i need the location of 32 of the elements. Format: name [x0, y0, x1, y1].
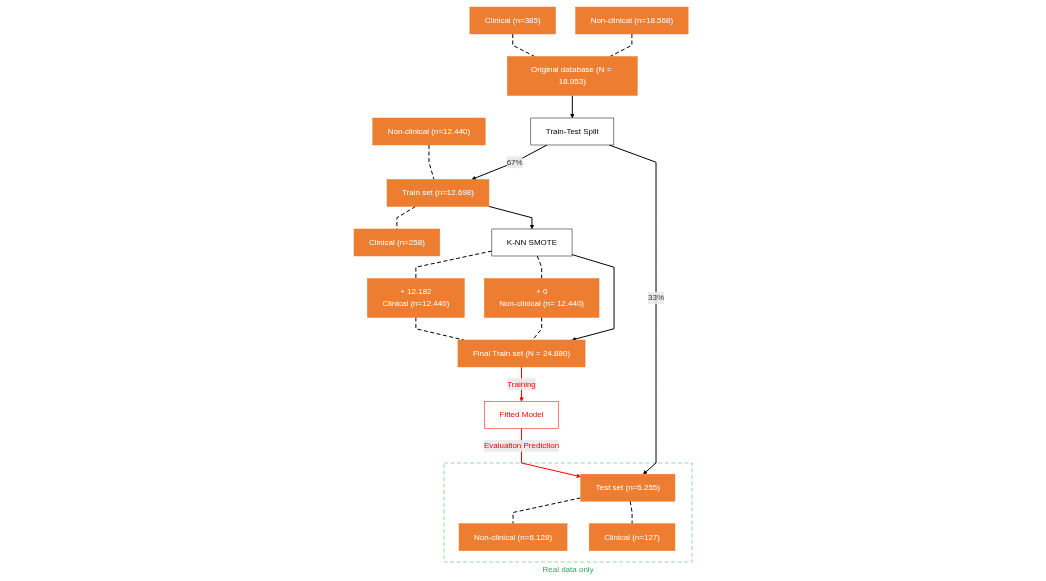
- node-box: Train-Test Split: [530, 117, 615, 146]
- node-box: Test set (n=6.255): [580, 474, 676, 502]
- edge-label: Training: [507, 379, 536, 389]
- node-box: Train set (n=12.698): [386, 179, 490, 207]
- node-box: Non-clinical (n=18.568): [575, 6, 689, 35]
- edge-label: 33%: [647, 293, 664, 302]
- connector: [512, 33, 535, 57]
- node-box: Clinical (n=258): [353, 228, 440, 257]
- node-box: Original database (N = 18.953): [507, 56, 638, 96]
- node-box: Non-clinical (n=12.440): [372, 117, 486, 146]
- node-box: Clinical (n=127): [588, 523, 676, 551]
- edge-label: 67%: [506, 157, 523, 167]
- node-box: Final Train set (N = 24.880): [457, 339, 586, 368]
- node-box: + 12.182 Clinical (n=12.440): [367, 278, 465, 318]
- node-box: Non-clinical (n=6.128): [458, 523, 568, 551]
- edge-label: Evaluation Prediction: [483, 441, 560, 450]
- cluster: [443, 462, 693, 563]
- arrow: [570, 95, 575, 119]
- node-box: Clinical (n=385): [469, 6, 556, 35]
- connector: [629, 500, 633, 525]
- node-box: Fitted Model: [484, 401, 559, 429]
- connector: [609, 33, 633, 57]
- arrow: [488, 205, 535, 230]
- arrow: [571, 254, 615, 342]
- node-box: K-NN SMOTE: [491, 228, 573, 257]
- connector: [415, 250, 493, 279]
- connector: [536, 255, 543, 279]
- connector: [428, 144, 435, 180]
- arrow: [520, 428, 581, 478]
- node-label: Real data only: [542, 565, 594, 574]
- node-box: + 0 Non-clinical (n= 12.440): [484, 278, 600, 318]
- connector: [512, 497, 582, 525]
